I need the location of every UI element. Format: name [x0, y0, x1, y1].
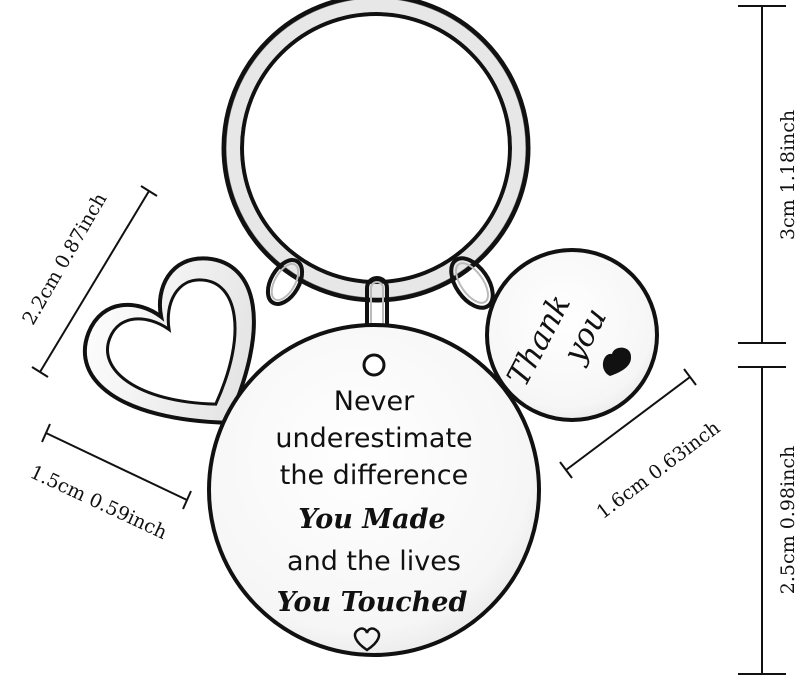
- small-tag: Thank you: [485, 248, 659, 422]
- key-ring-icon: [221, 0, 531, 303]
- dim-ring: 3cm 1.18inch: [738, 5, 799, 344]
- main-tag-line3: the difference: [280, 460, 468, 491]
- dim-ring-label: 3cm 1.18inch: [777, 110, 799, 240]
- dim-small-tag-label: 1.6cm 0.63inch: [593, 417, 725, 524]
- jump-ring-small: [449, 256, 495, 310]
- dim-heart-label: 2.2cm 0.87inch: [18, 189, 111, 329]
- dim-heart-width: 1.5cm 0.59inch: [27, 423, 192, 544]
- main-tag-line2: underestimate: [275, 423, 472, 454]
- main-tag-line6: You Touched: [277, 587, 468, 618]
- dim-main-tag: 2.5cm 0.98inch: [738, 366, 799, 675]
- main-tag-line1: Never: [334, 386, 415, 417]
- main-tag-line5: and the lives: [287, 546, 461, 577]
- main-tag: Never underestimate the difference You M…: [207, 323, 541, 657]
- dim-main-tag-label: 2.5cm 0.98inch: [777, 446, 799, 594]
- main-tag-line4: You Made: [298, 504, 445, 535]
- dim-heart-width-label: 1.5cm 0.59inch: [27, 461, 171, 544]
- heart-charm-icon: [82, 256, 256, 425]
- engraved-heart-icon: [353, 627, 381, 652]
- small-heart-icon: [602, 347, 632, 376]
- jump-ring-heart: [265, 258, 305, 306]
